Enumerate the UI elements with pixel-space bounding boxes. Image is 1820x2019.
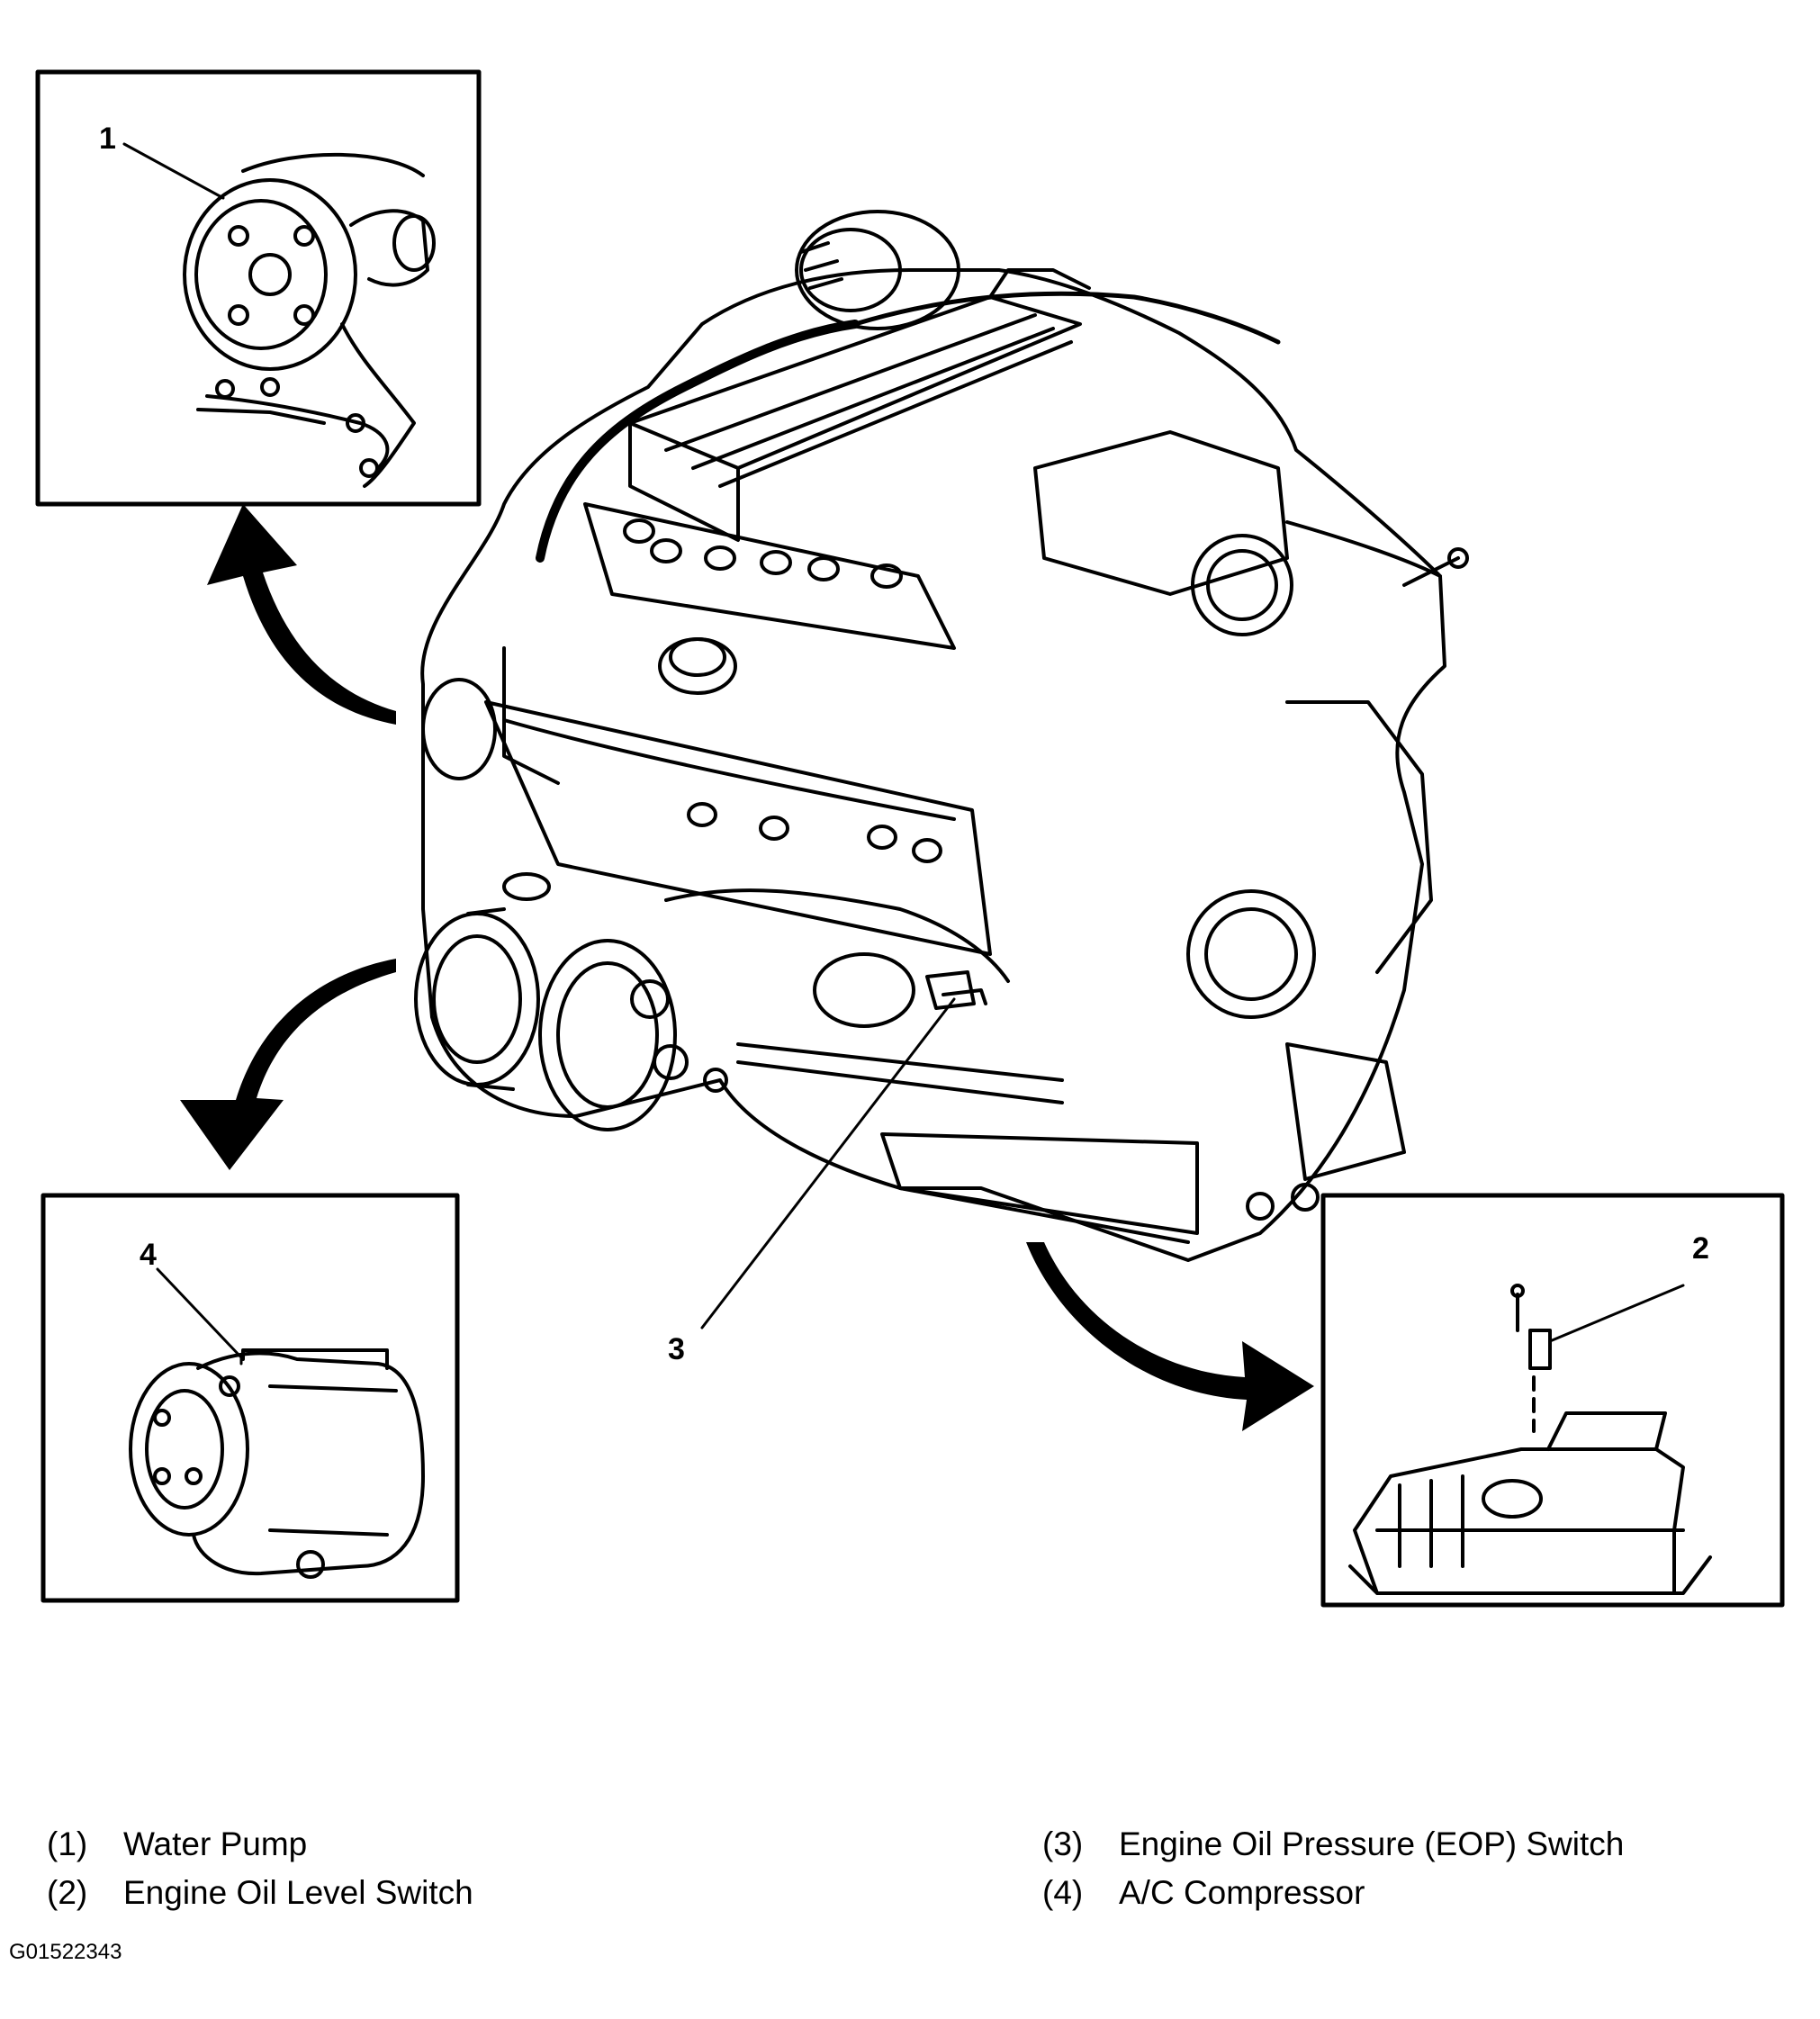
callout-4: 4 <box>140 1238 157 1272</box>
engine-component-diagram: 1 2 3 4 <box>35 69 1785 1608</box>
callout-3: 3 <box>668 1332 685 1366</box>
arrow-to-ac-compressor <box>180 959 396 1170</box>
legend-number: (2) <box>47 1874 88 1911</box>
water-pump-illustration <box>183 152 436 488</box>
callout-1: 1 <box>99 122 116 156</box>
ac-compressor-illustration <box>129 1348 425 1579</box>
legend-column-left: (1) Water Pump (2) Engine Oil Level Swit… <box>47 1820 473 1917</box>
legend-item-ac-compressor: (4) A/C Compressor <box>1042 1869 1624 1917</box>
oil-pan-illustration <box>1348 1284 1712 1595</box>
legend-label: Engine Oil Pressure (EOP) Switch <box>1119 1825 1625 1862</box>
inset-water-pump <box>35 69 482 507</box>
legend-label: Engine Oil Level Switch <box>123 1874 473 1911</box>
inset-ac-compressor <box>41 1193 460 1603</box>
legend-column-right: (3) Engine Oil Pressure (EOP) Switch (4)… <box>1042 1820 1624 1917</box>
legend-label: Water Pump <box>123 1825 308 1862</box>
callout-2: 2 <box>1692 1231 1709 1266</box>
legend-label: A/C Compressor <box>1119 1874 1365 1911</box>
legend-number: (3) <box>1042 1825 1084 1862</box>
eop-switch-on-engine <box>925 970 987 1010</box>
callout-leader-3 <box>700 997 956 1329</box>
inset-oil-level-switch <box>1320 1193 1785 1608</box>
figure-id: G01522343 <box>9 1940 122 1964</box>
callout-leader-1 <box>122 142 225 200</box>
legend-number: (1) <box>47 1825 88 1862</box>
legend-item-eop-switch: (3) Engine Oil Pressure (EOP) Switch <box>1042 1820 1624 1869</box>
callout-leader-4 <box>156 1267 243 1366</box>
legend-number: (4) <box>1042 1874 1084 1911</box>
callout-leader-2 <box>1548 1284 1685 1343</box>
arrow-to-water-pump <box>207 504 396 725</box>
engine-illustration <box>414 210 1469 1262</box>
legend-item-oil-level-switch: (2) Engine Oil Level Switch <box>47 1869 473 1917</box>
arrow-to-oil-level-switch <box>1026 1242 1314 1431</box>
valve-cover-bolts <box>623 518 903 589</box>
legend-item-water-pump: (1) Water Pump <box>47 1820 473 1869</box>
